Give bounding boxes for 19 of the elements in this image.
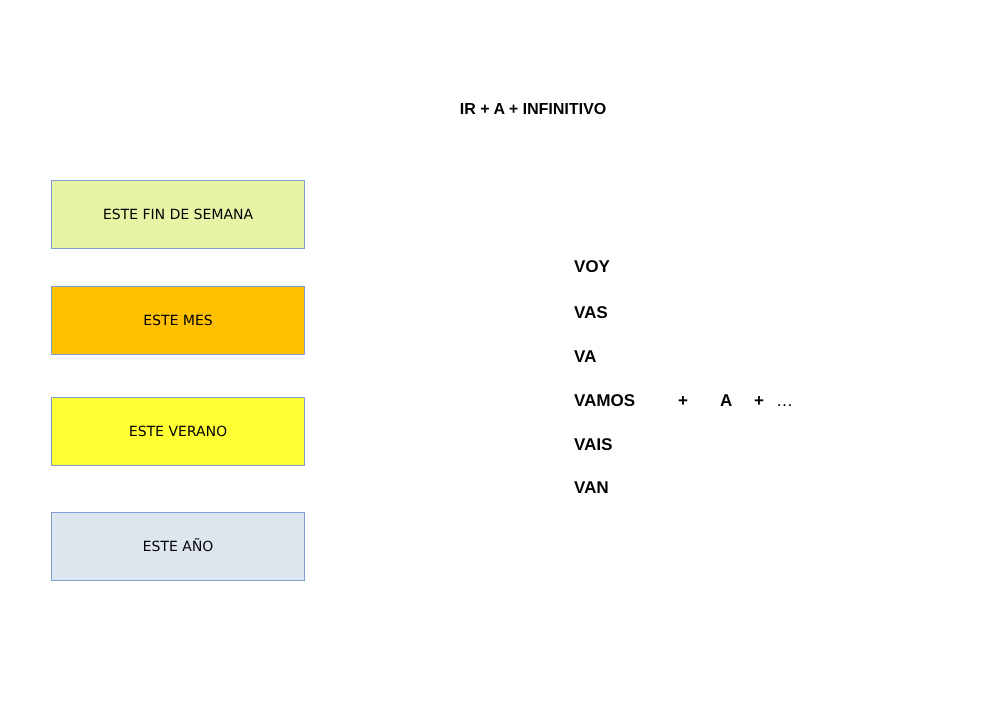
ellipsis: …: [776, 391, 793, 411]
time-expression-box: [51, 180, 305, 249]
verb-form: VOY: [574, 257, 610, 277]
verb-form: VAIS: [574, 435, 612, 455]
time-expression-box: [51, 397, 305, 466]
plus-sign: +: [754, 391, 764, 411]
preposition: A: [720, 391, 732, 411]
time-expression-box: [51, 512, 305, 581]
plus-sign: +: [678, 391, 688, 411]
verb-form: VAMOS: [574, 391, 636, 411]
title: IR + A + INFINITIVO: [458, 101, 608, 119]
verb-form: VA: [574, 347, 596, 367]
box-label: ESTE AÑO: [142, 538, 214, 554]
box-label: ESTE VERANO: [128, 424, 228, 440]
box-label: ESTE FIN DE SEMANA: [102, 206, 254, 222]
time-expression-box: [51, 286, 305, 355]
box-label: ESTE MES: [143, 312, 213, 328]
verb-form: VAS: [574, 303, 608, 323]
verb-form: VAN: [574, 478, 609, 498]
